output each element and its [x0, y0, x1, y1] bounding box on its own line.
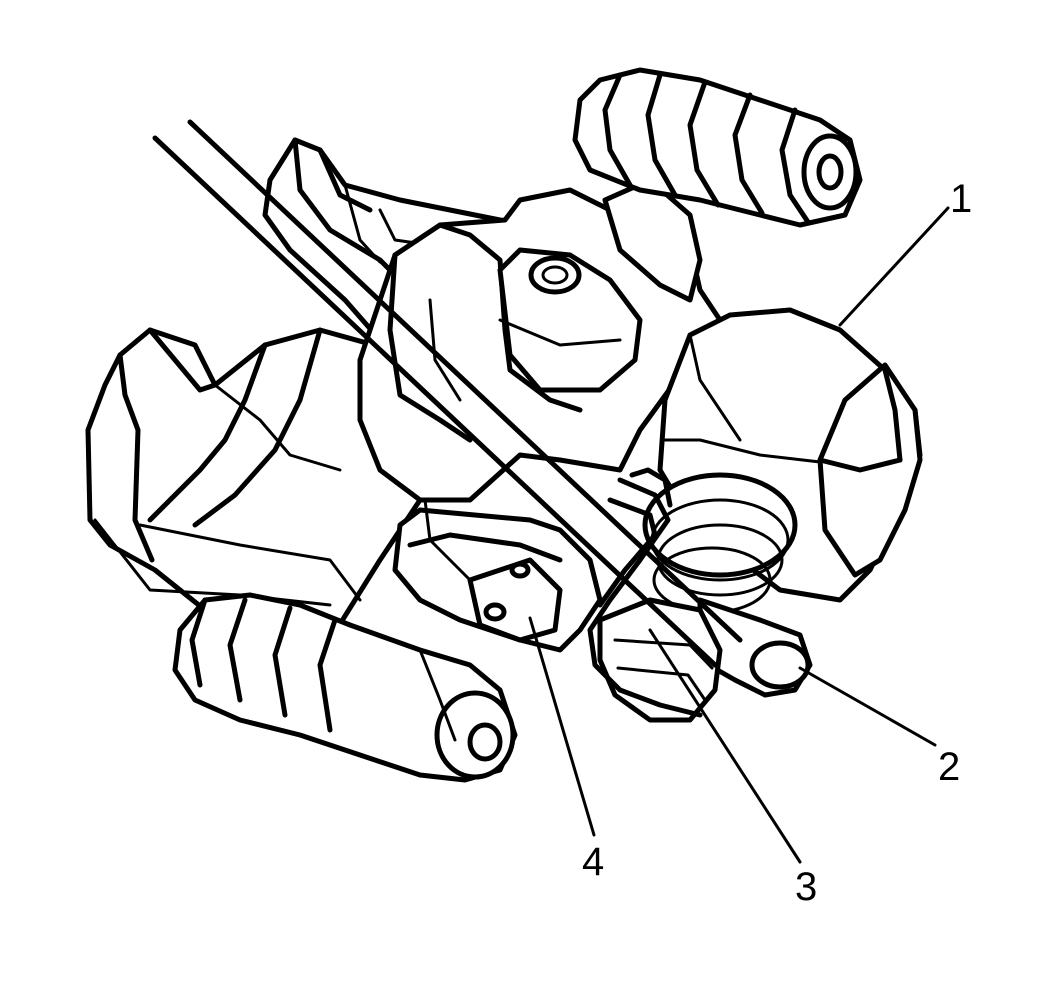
leader-line-4 [528, 616, 596, 837]
caliper-housing [357, 187, 723, 503]
actuator-spring-assembly [597, 472, 813, 723]
parking-lever [392, 498, 603, 653]
spring-wire [587, 467, 703, 718]
callout-3: 3 [795, 865, 817, 909]
leader-line-2 [798, 666, 937, 747]
upper-guide-pin-boot [572, 67, 863, 303]
leader-lines [528, 206, 950, 864]
callout-2: 2 [938, 745, 960, 789]
leader-line-3 [648, 628, 802, 864]
callout-4: 4 [582, 840, 604, 884]
parking-brake-cable [152, 119, 743, 668]
leader-line-1 [838, 206, 950, 327]
callout-1: 1 [950, 177, 972, 221]
lower-guide-pin-boot [172, 592, 518, 783]
caliper-bracket [85, 327, 443, 643]
